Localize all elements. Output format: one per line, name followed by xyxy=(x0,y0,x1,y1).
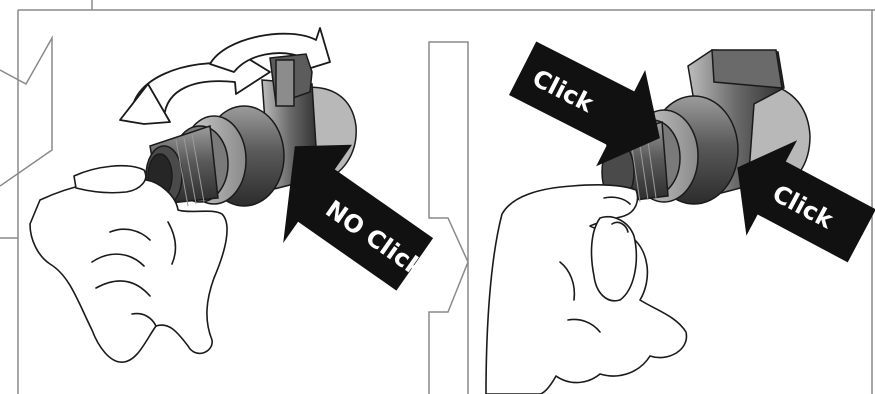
hand-right xyxy=(486,185,686,394)
step-arrow-outline xyxy=(429,42,468,394)
incoming-arrow-outline xyxy=(0,38,52,186)
right-panel: Click Click xyxy=(486,20,875,394)
left-panel: NO Click xyxy=(30,28,459,362)
